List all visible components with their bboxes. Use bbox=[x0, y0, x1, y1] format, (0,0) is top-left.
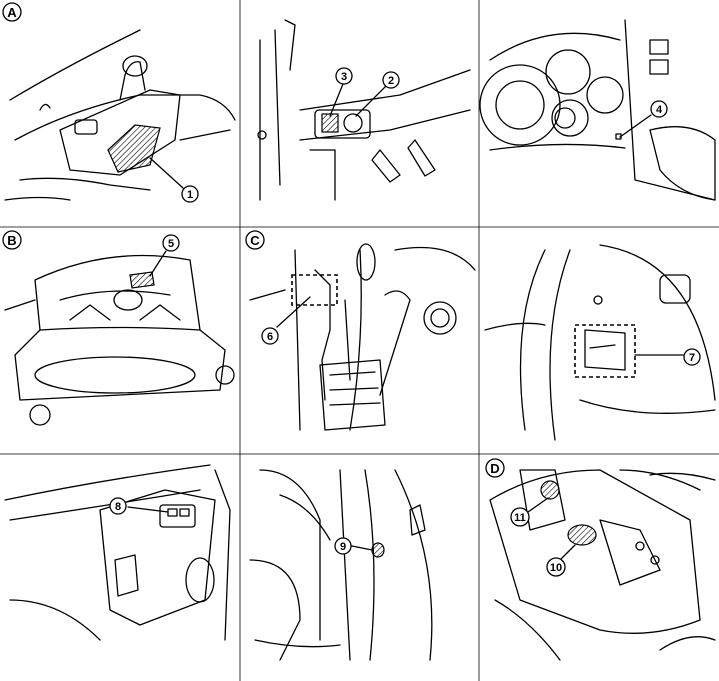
panel-letter-a: A bbox=[2, 2, 22, 22]
svg-text:11: 11 bbox=[514, 512, 526, 524]
panel-trunk-lid bbox=[4, 250, 235, 426]
panel-lower-dash bbox=[257, 19, 471, 201]
callout-9: 9 bbox=[334, 537, 352, 555]
svg-text:10: 10 bbox=[550, 562, 562, 574]
panel-door-latch bbox=[484, 244, 716, 441]
callout-4: 4 bbox=[650, 100, 668, 118]
svg-text:C: C bbox=[250, 233, 260, 248]
panel-seat-pillar bbox=[249, 469, 433, 661]
panel-letter-d: D bbox=[485, 458, 505, 478]
svg-text:B: B bbox=[7, 233, 16, 248]
callout-5: 5 bbox=[162, 234, 180, 252]
panel-door-inner bbox=[249, 243, 476, 431]
callout-2: 2 bbox=[382, 71, 400, 89]
svg-text:D: D bbox=[490, 461, 499, 476]
svg-text:9: 9 bbox=[340, 541, 346, 553]
callout-10: 10 bbox=[546, 557, 566, 577]
callout-11: 11 bbox=[510, 507, 530, 527]
panel-letter-b: B bbox=[2, 230, 22, 250]
svg-text:5: 5 bbox=[168, 238, 174, 250]
svg-text:1: 1 bbox=[187, 189, 193, 201]
callout-6: 6 bbox=[261, 327, 279, 345]
panel-door-trim bbox=[4, 464, 231, 641]
svg-text:3: 3 bbox=[341, 71, 347, 83]
svg-text:6: 6 bbox=[267, 331, 273, 343]
panel-meters bbox=[479, 19, 716, 201]
callout-8: 8 bbox=[109, 497, 127, 515]
svg-text:2: 2 bbox=[388, 75, 394, 87]
callout-7: 7 bbox=[683, 348, 701, 366]
svg-text:7: 7 bbox=[689, 352, 695, 364]
callout-3: 3 bbox=[335, 67, 353, 85]
callout-1: 1 bbox=[181, 185, 199, 203]
panel-console-under bbox=[489, 469, 716, 661]
svg-text:8: 8 bbox=[115, 501, 121, 513]
panel-console-shifter bbox=[4, 29, 236, 201]
svg-text:4: 4 bbox=[656, 104, 663, 116]
svg-text:A: A bbox=[7, 5, 17, 20]
panel-letter-c: C bbox=[245, 230, 265, 250]
